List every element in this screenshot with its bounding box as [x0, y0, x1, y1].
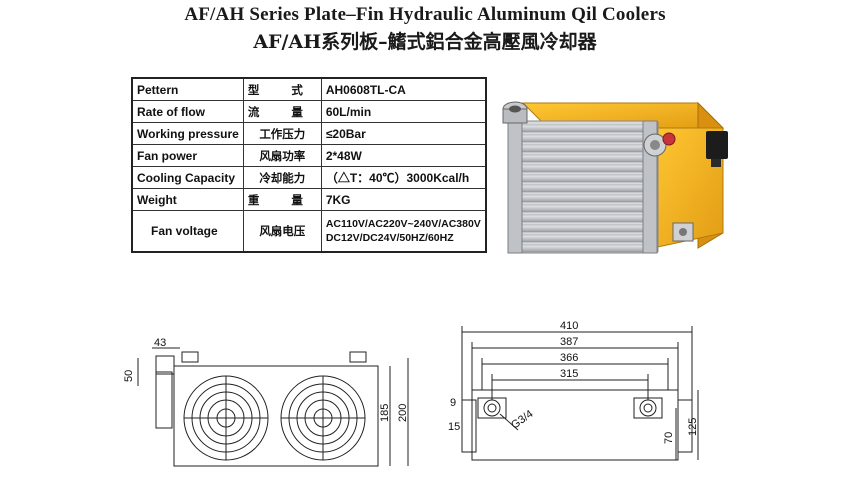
spec-row-cooling-capacity: Cooling Capacity 冷却能力 （△T：40℃）3000Kcal/h — [131, 166, 487, 189]
spec-value: （△T：40℃）3000Kcal/h — [320, 166, 487, 189]
dim-front-top: 43 — [154, 338, 166, 349]
cooler-fin-row — [521, 164, 644, 173]
spec-value: ≤20Bar — [320, 122, 487, 145]
cooler-fin-row — [521, 244, 644, 253]
product-photo — [502, 101, 728, 254]
cooler-fin-row — [521, 134, 644, 143]
spec-row-fan-power: Fan power 风扇功率 2*48W — [131, 144, 487, 167]
dim-side-15: 15 — [448, 421, 460, 433]
dim-front-side: 50 — [123, 370, 135, 382]
spec-param: Cooling Capacity — [131, 166, 244, 189]
spec-param: Fan voltage — [131, 210, 244, 253]
spec-table: Pettern 型 式 AH0608TL-CA Rate of flow 流 量… — [131, 77, 487, 253]
front-view-body — [173, 365, 379, 467]
dim-front-height-outer: 200 — [397, 404, 409, 422]
title-chinese: AF/AH系列板–鰭式鋁合金高壓風冷却器 — [253, 31, 597, 53]
cooler-fin-row — [521, 154, 644, 163]
dim-side-315: 315 — [560, 368, 578, 380]
port-thread-label: G3/4 — [509, 408, 535, 432]
dim-side-410: 410 — [560, 320, 578, 332]
port-left-icon — [483, 399, 501, 417]
cooler-fin-row — [521, 214, 644, 223]
spec-value: 7KG — [320, 188, 487, 211]
spec-row-pressure: Working pressure 工作压力 ≤20Bar — [131, 122, 487, 145]
spec-param: Rate of flow — [131, 100, 244, 123]
cooler-fin-row — [521, 144, 644, 153]
cooler-fin-row — [521, 204, 644, 213]
cooler-fin-row — [521, 234, 644, 243]
cooler-fin-row — [521, 194, 644, 203]
spec-param-cn: 冷却能力 — [242, 166, 322, 189]
spec-param: Pettern — [131, 77, 244, 101]
spec-param: Fan power — [131, 144, 244, 167]
dim-side-387: 387 — [560, 336, 578, 348]
spec-param: Weight — [131, 188, 244, 211]
spec-param-cn: 重 量 — [242, 188, 322, 211]
spec-param: Working pressure — [131, 122, 244, 145]
spec-param-cn: 风扇功率 — [242, 144, 322, 167]
spec-row-pattern: Pettern 型 式 AH0608TL-CA — [131, 77, 487, 101]
dim-side-9: 9 — [450, 397, 456, 409]
cooler-fin-row — [521, 124, 644, 133]
voltage-line-dc: DC12V/DC24V/50HZ/60HZ — [325, 232, 454, 244]
spec-row-flow: Rate of flow 流 量 60L/min — [131, 100, 487, 123]
cooler-fin-row — [521, 224, 644, 233]
dim-side-125: 125 — [687, 418, 699, 436]
spec-value: AC110V/AC220V~240V/AC380V DC12V/DC24V/50… — [320, 210, 487, 253]
voltage-line-ac: AC110V/AC220V~240V/AC380V — [325, 218, 481, 230]
spec-row-weight: Weight 重 量 7KG — [131, 188, 487, 211]
cooler-fin-row — [521, 184, 644, 193]
title-english: AF/AH Series Plate–Fin Hydraulic Aluminu… — [184, 4, 666, 25]
dim-side-366: 366 — [560, 352, 578, 364]
spec-param-cn: 流 量 — [242, 100, 322, 123]
red-cap-icon — [662, 132, 676, 146]
spec-param-cn: 型 式 — [242, 77, 322, 101]
spec-param-cn: 风扇电压 — [242, 210, 322, 253]
spec-param-cn: 工作压力 — [242, 122, 322, 145]
dim-side-70: 70 — [663, 432, 675, 444]
spec-value: 60L/min — [320, 100, 487, 123]
cooler-fin-row — [521, 174, 644, 183]
side-view-drawing: 410 387 366 315 9 15 70 125 G3/4 — [448, 320, 699, 461]
electrical-connector-icon — [706, 131, 728, 159]
front-view-drawing: 43 50 185 200 — [123, 338, 409, 467]
spec-value: AH0608TL-CA — [320, 77, 487, 101]
spec-row-fan-voltage: Fan voltage 风扇电压 AC110V/AC220V~240V/AC38… — [131, 210, 487, 253]
dim-front-height-inner: 185 — [379, 404, 391, 422]
port-right-icon — [639, 399, 657, 417]
spec-value: 2*48W — [320, 144, 487, 167]
